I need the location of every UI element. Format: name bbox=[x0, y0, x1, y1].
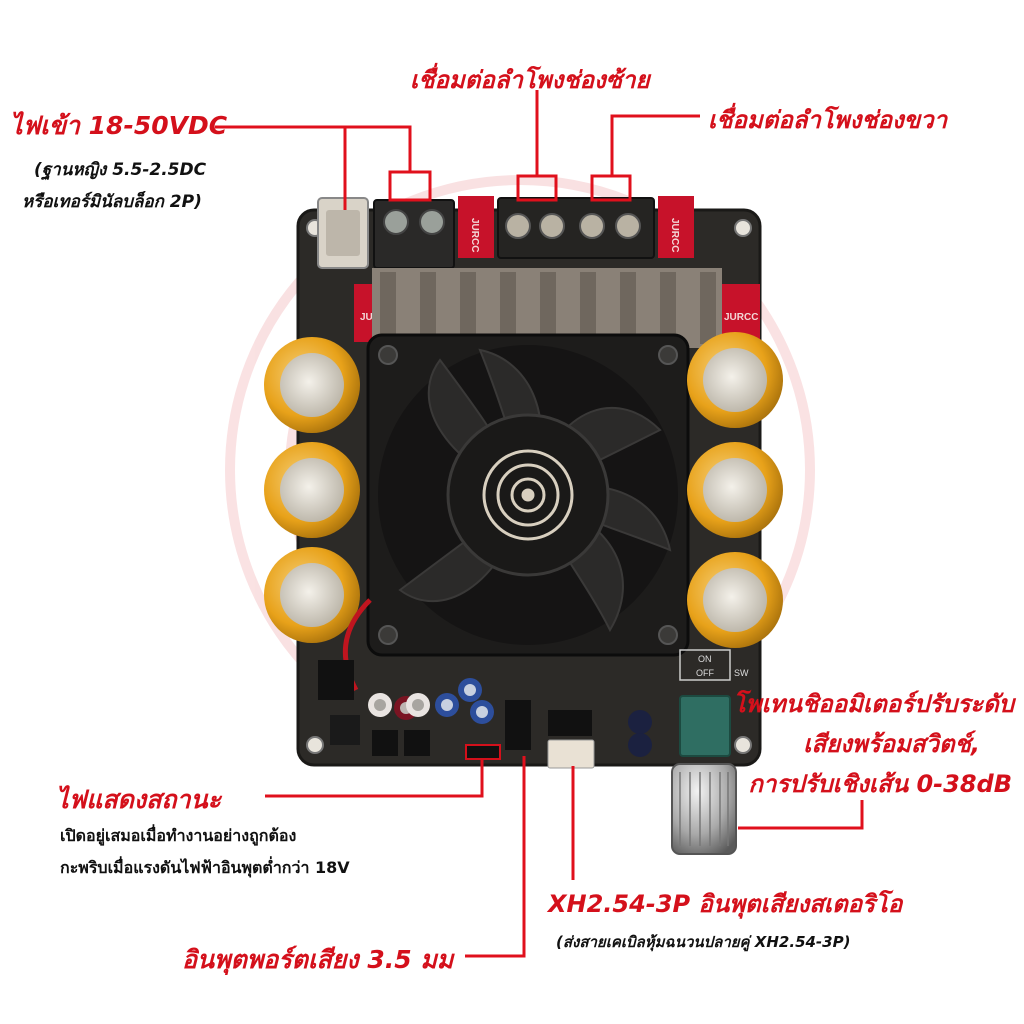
status-led-line1: เปิดอยู่เสมอเมื่อทำงานอย่างถูกต้อง bbox=[60, 826, 297, 845]
relay-brand-text: JURCC bbox=[724, 312, 758, 323]
small-components bbox=[318, 660, 652, 769]
power-in-line2: หรือเทอร์มินัลบล็อก 2P) bbox=[22, 192, 202, 212]
xh-input-title: XH2.54-3P อินพุตเสียงสเตอริโอ bbox=[548, 890, 903, 918]
aux-input-title: อินพุตพอร์ตเสียง 3.5 มม bbox=[182, 945, 454, 974]
power-in-line1: (ฐานหญิง 5.5-2.5DC bbox=[34, 160, 207, 180]
potentiometer-line3: การปรับเชิงเส้น 0-38dB bbox=[748, 770, 1012, 798]
capacitors-right bbox=[687, 332, 783, 648]
power-switch-area: ON OFF SW bbox=[679, 649, 749, 681]
fan-screws bbox=[378, 345, 678, 645]
speaker-terminals bbox=[497, 197, 655, 259]
cooling-fan bbox=[366, 333, 690, 657]
potentiometer-line2: เสียงพร้อมสวิตช์, bbox=[803, 730, 980, 758]
switch-off-label: OFF bbox=[696, 668, 714, 678]
dc-jack bbox=[317, 197, 369, 269]
switch-on-label: ON bbox=[698, 654, 712, 664]
status-led-title: ไฟแสดงสถานะ bbox=[56, 785, 222, 814]
potentiometer bbox=[671, 695, 737, 855]
status-led-line2: กะพริบเมื่อแรงดันไฟฟ้าอินพุตต่ำกว่า 18V bbox=[60, 858, 350, 877]
speaker-right-title: เชื่อมต่อลำโพงช่องขวา bbox=[708, 106, 948, 134]
power-terminal-block bbox=[373, 199, 455, 269]
fan-hub-logo bbox=[482, 449, 574, 541]
mounting-holes bbox=[306, 219, 752, 754]
relay-brand-text: JURCC bbox=[469, 218, 480, 252]
speaker-left-title: เชื่อมต่อลำโพงช่องซ้าย bbox=[410, 66, 650, 94]
capacitors-left bbox=[264, 337, 360, 643]
potentiometer-line1: โพเทนชิออมิเตอร์ปรับระดับ bbox=[732, 690, 1014, 718]
xh-input-line1: (ส่งสายเคเบิลหุ้มฉนวนปลายคู่ XH2.54-3P) bbox=[556, 933, 851, 951]
power-in-title: ไฟเข้า 18-50VDC bbox=[10, 111, 228, 140]
switch-sw-label: SW bbox=[734, 668, 749, 678]
relay-brand-text: JURCC bbox=[669, 218, 680, 252]
